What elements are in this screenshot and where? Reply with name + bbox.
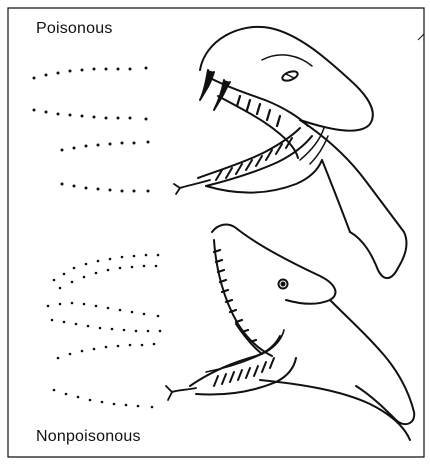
label-nonpoisonous: Nonpoisonous	[36, 428, 141, 446]
label-poisonous: Poisonous	[36, 20, 113, 38]
nonpoisonous-snake-head	[166, 225, 414, 440]
dotted-lines-poisonous	[33, 67, 150, 193]
dotted-lines-nonpoisonous	[47, 254, 162, 409]
poisonous-snake-head	[174, 27, 406, 278]
frame-cut-top	[418, 34, 424, 40]
